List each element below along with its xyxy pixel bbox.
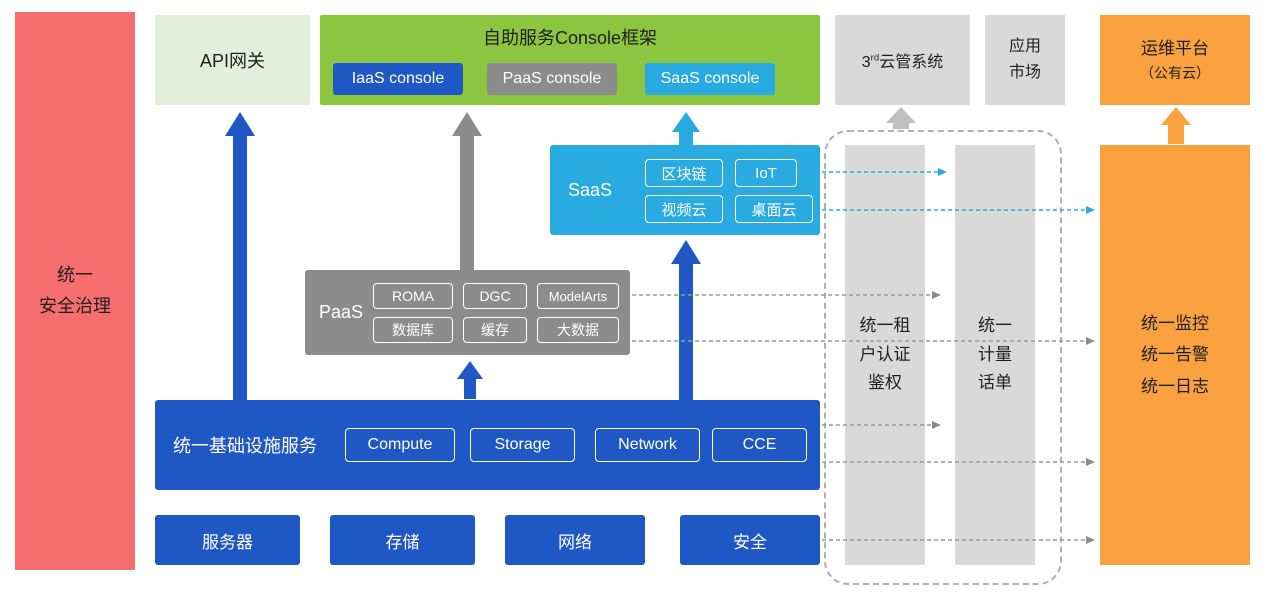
saas-box: SaaS 区块链 IoT 视频云 桌面云 xyxy=(550,145,820,235)
arrow-to-third-party-cloud xyxy=(886,107,916,129)
saas-item-video-cloud: 视频云 xyxy=(645,195,723,223)
security-governance-line2: 安全治理 xyxy=(39,296,111,316)
paas-console-box: PaaS console xyxy=(487,63,617,95)
app-market-line1: 应用 xyxy=(1008,38,1041,56)
arrow-infra-to-saas xyxy=(671,240,701,401)
paas-item-database: 数据库 xyxy=(373,317,453,343)
infra-item-network: Network xyxy=(595,428,700,462)
tenant-auth-line2: 户认证 xyxy=(859,344,911,364)
infrastructure-box: 统一基础设施服务 Compute Storage Network CCE xyxy=(155,400,820,490)
saas-item-desktop-cloud: 桌面云 xyxy=(735,195,813,223)
infra-item-storage: Storage xyxy=(470,428,575,462)
security-governance-line1: 统一 xyxy=(57,265,93,286)
om-platform-line1: 运维平台 xyxy=(1141,39,1209,59)
arrow-saas-to-console xyxy=(672,112,700,146)
om-platform-line2: （公有云） xyxy=(1140,65,1210,82)
tenant-auth-line3: 鉴权 xyxy=(868,373,902,393)
network-box: 网络 xyxy=(505,515,645,565)
metering-line2: 计量 xyxy=(978,344,1012,364)
arrow-paas-to-console xyxy=(452,112,482,272)
infra-item-compute: Compute xyxy=(345,428,455,462)
app-market-line2: 市场 xyxy=(1008,64,1041,81)
monitoring-line1: 统一监控 xyxy=(1141,313,1209,333)
security-box: 安全 xyxy=(680,515,820,565)
third-party-superscript: rd xyxy=(870,52,880,64)
paas-item-bigdata: 大数据 xyxy=(537,317,619,343)
saas-label: SaaS xyxy=(568,179,613,200)
console-frame-box: 自助服务Console框架 IaaS console PaaS console … xyxy=(320,15,820,105)
storage-box: 存储 xyxy=(330,515,475,565)
saas-console-box: SaaS console xyxy=(645,63,775,95)
saas-console-label: SaaS console xyxy=(660,70,760,87)
api-gateway-box: API网关 xyxy=(155,15,310,105)
monitoring-line3: 统一日志 xyxy=(1141,376,1209,396)
arrow-infra-to-api-gateway xyxy=(225,112,255,400)
console-frame-title: 自助服务Console框架 xyxy=(482,28,658,48)
api-gateway-label: API网关 xyxy=(199,51,265,71)
server-box: 服务器 xyxy=(155,515,300,565)
paas-item-roma: ROMA xyxy=(373,283,453,309)
paas-item-modelarts: ModelArts xyxy=(537,283,619,309)
monitoring-line2: 统一告警 xyxy=(1141,345,1209,365)
iaas-console-label: IaaS console xyxy=(351,70,445,87)
arrow-to-om-platform xyxy=(1161,107,1191,144)
auth-metering-dashed-boundary xyxy=(824,130,1062,585)
paas-label: PaaS xyxy=(319,302,364,322)
app-market-box: 应用 市场 xyxy=(985,15,1065,105)
iaas-console-box: IaaS console xyxy=(333,63,463,95)
infra-item-cce: CCE xyxy=(712,428,807,462)
saas-item-iot: IoT xyxy=(735,159,797,187)
paas-item-dgc: DGC xyxy=(463,283,527,309)
tenant-auth-bar: 统一租 户认证 鉴权 xyxy=(845,145,925,565)
paas-box: PaaS ROMA DGC ModelArts 数据库 缓存 大数据 xyxy=(305,270,630,355)
infrastructure-label: 统一基础设施服务 xyxy=(173,436,317,456)
third-party-cloud-label: 3rd云管系统 xyxy=(861,52,944,71)
saas-item-blockchain: 区块链 xyxy=(645,159,723,187)
metering-line1: 统一 xyxy=(978,315,1012,335)
arrow-infra-to-paas xyxy=(457,361,483,399)
om-platform-box: 运维平台 （公有云） xyxy=(1100,15,1250,105)
metering-line3: 话单 xyxy=(978,373,1012,393)
tenant-auth-line1: 统一租 xyxy=(859,315,911,335)
security-governance-bar: 统一 安全治理 xyxy=(15,12,135,570)
monitoring-bar: 统一监控 统一告警 统一日志 xyxy=(1100,145,1250,565)
third-party-cloud-box: 3rd云管系统 xyxy=(835,15,970,105)
metering-bar: 统一 计量 话单 xyxy=(955,145,1035,565)
paas-item-cache: 缓存 xyxy=(463,317,527,343)
paas-console-label: PaaS console xyxy=(502,70,602,87)
